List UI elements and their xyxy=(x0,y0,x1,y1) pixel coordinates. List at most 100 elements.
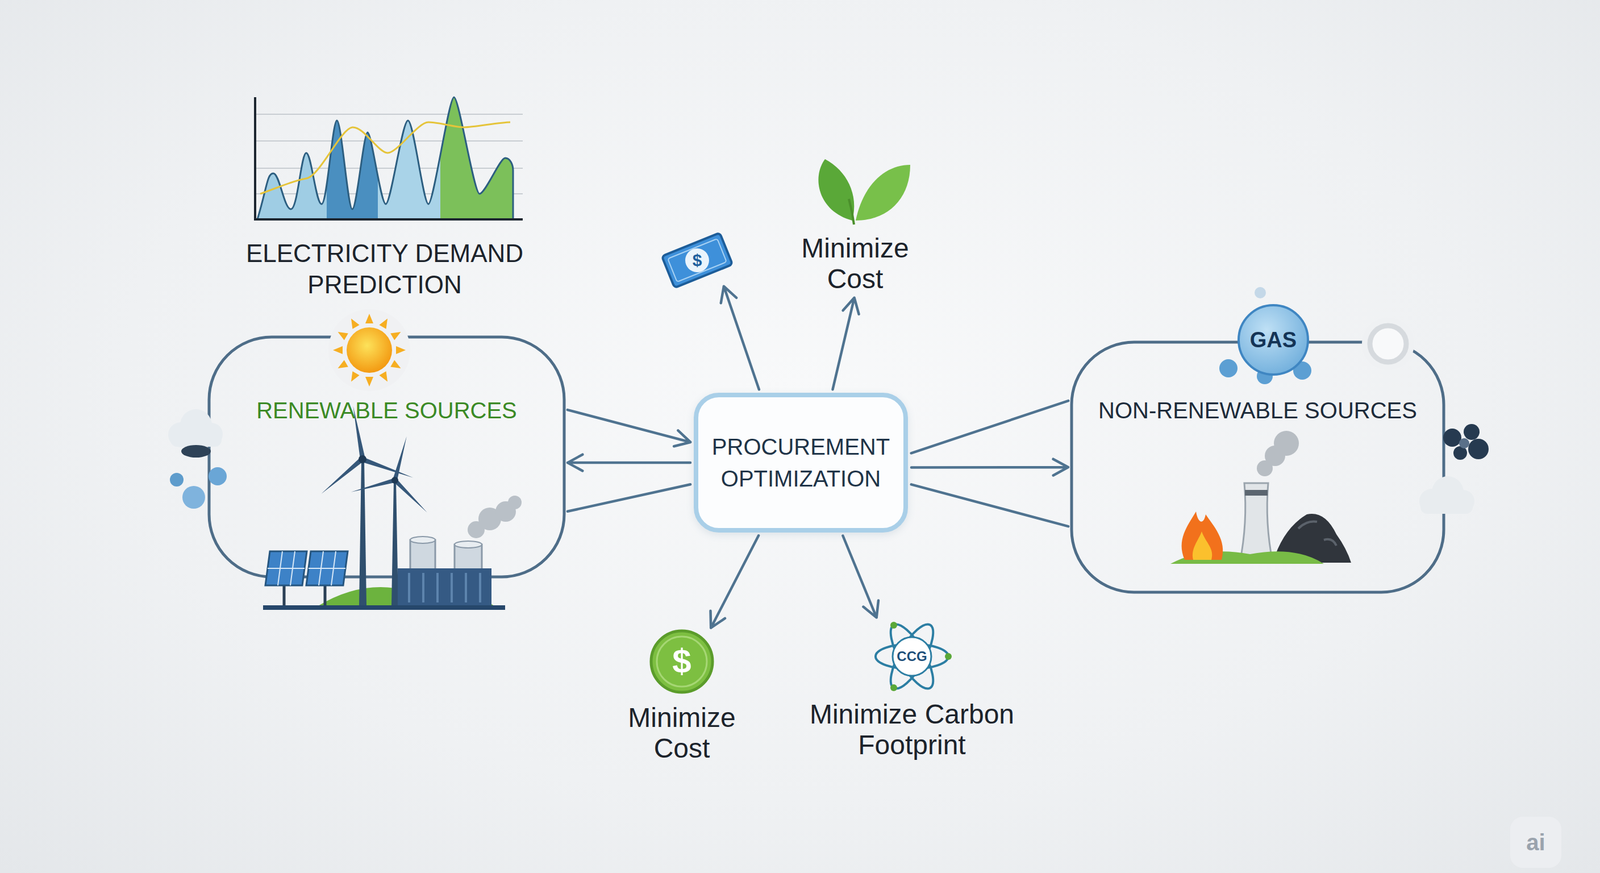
panel-legs xyxy=(284,585,325,606)
sun-backdrop xyxy=(328,309,411,391)
dot xyxy=(1459,438,1470,449)
watermark-box xyxy=(1510,816,1562,868)
sun-ray xyxy=(390,328,403,341)
chart-area xyxy=(326,97,378,220)
node-text: Minimize Carbon Footprint xyxy=(798,698,1026,761)
panel-grid xyxy=(267,551,305,586)
smoke-puff xyxy=(507,495,522,510)
ring-backdrop xyxy=(1361,317,1415,370)
turbine-tower xyxy=(391,481,399,606)
cloud-shadow xyxy=(181,444,211,458)
connector-arrow xyxy=(832,297,860,390)
blade xyxy=(393,478,429,514)
blade xyxy=(319,456,365,496)
cloud-part xyxy=(170,431,222,447)
chart-area xyxy=(257,97,327,220)
smoke-puff xyxy=(1273,430,1299,456)
goal-item: Minimize Cost xyxy=(792,142,918,295)
node-text: RENEWABLE SOURCES xyxy=(209,396,565,424)
bill xyxy=(661,232,733,289)
node-text: NON-RENEWABLE SOURCES xyxy=(1071,396,1444,424)
cloud xyxy=(1419,476,1475,514)
process-box: PROCUREMENT OPTIMIZATION xyxy=(693,392,908,533)
node-text: Minimize Cost xyxy=(619,702,745,764)
electron xyxy=(890,621,898,629)
ring xyxy=(1369,325,1407,362)
dark-dots xyxy=(1443,423,1489,460)
smoke xyxy=(467,495,522,539)
leaf-stem xyxy=(848,198,854,225)
region-box: NON-RENEWABLE SOURCES xyxy=(1071,342,1444,593)
dot xyxy=(1463,423,1480,440)
sun-ray xyxy=(396,346,406,354)
money-icon: $ xyxy=(663,237,732,283)
region-box: RENEWABLE SOURCES xyxy=(209,336,565,577)
dot xyxy=(208,467,227,486)
connector-arrow xyxy=(842,535,879,618)
turbine-tower xyxy=(359,460,367,606)
connector-arrow xyxy=(567,484,691,512)
dot xyxy=(1443,428,1462,447)
leaf xyxy=(855,164,911,221)
cloud xyxy=(168,409,223,448)
turbine-blades xyxy=(350,435,429,515)
ground-line xyxy=(263,605,506,610)
chart-axes xyxy=(255,97,523,220)
connector-arrow xyxy=(911,484,1069,527)
hub xyxy=(391,476,399,484)
node-text: $ xyxy=(619,630,745,693)
node-text: PROCUREMENT OPTIMIZATION xyxy=(703,430,898,495)
flame xyxy=(1181,511,1224,560)
factory xyxy=(397,568,492,606)
sun-ray xyxy=(335,328,349,341)
sun-ray xyxy=(347,316,360,329)
sun-ray xyxy=(335,359,349,372)
electron xyxy=(890,684,898,691)
connector-arrow xyxy=(567,409,691,447)
watermark: ai xyxy=(1510,816,1562,868)
tower-band xyxy=(1244,489,1268,496)
smoke xyxy=(1256,430,1299,477)
dot xyxy=(169,472,184,487)
sun-ray xyxy=(365,376,374,387)
leaf xyxy=(818,159,854,221)
stack-top xyxy=(454,540,482,548)
money-bill xyxy=(661,232,733,289)
solar-panel xyxy=(306,551,348,586)
sun-ray xyxy=(347,371,360,384)
region-outline xyxy=(1071,342,1444,593)
connector-arrow xyxy=(710,535,760,628)
blade xyxy=(361,456,414,481)
chart-line xyxy=(257,97,514,220)
sun-rays xyxy=(332,313,406,387)
node-text: Minimize Cost xyxy=(792,232,918,295)
stack-top xyxy=(410,536,436,544)
connector-arrow xyxy=(911,459,1069,476)
coal-highlight xyxy=(1298,521,1337,547)
sun-ray xyxy=(390,359,403,372)
gas-circle: GAS xyxy=(1237,303,1310,376)
goal-item: CCGMinimize Carbon Footprint xyxy=(798,620,1026,761)
hub xyxy=(358,455,367,464)
grid-lines xyxy=(255,114,523,194)
connector-arrow xyxy=(567,454,691,472)
dot xyxy=(1468,438,1489,460)
factory-stripes xyxy=(409,572,481,603)
bubble xyxy=(1254,286,1266,299)
bubble xyxy=(1219,359,1238,378)
connector-arrow xyxy=(911,400,1069,453)
chart-line xyxy=(260,122,511,194)
sun-ray xyxy=(332,346,343,354)
node-text: GAS xyxy=(1239,306,1307,374)
sun-ray xyxy=(378,371,391,384)
cooling-tower xyxy=(1239,482,1273,563)
node-text: $ xyxy=(663,237,732,283)
dot xyxy=(182,485,206,509)
blade xyxy=(350,477,396,494)
chart-area xyxy=(377,97,441,220)
sun-ray xyxy=(365,313,374,324)
blade xyxy=(392,435,409,481)
node-text: CCG xyxy=(798,620,1026,693)
sun-ray xyxy=(378,316,391,329)
